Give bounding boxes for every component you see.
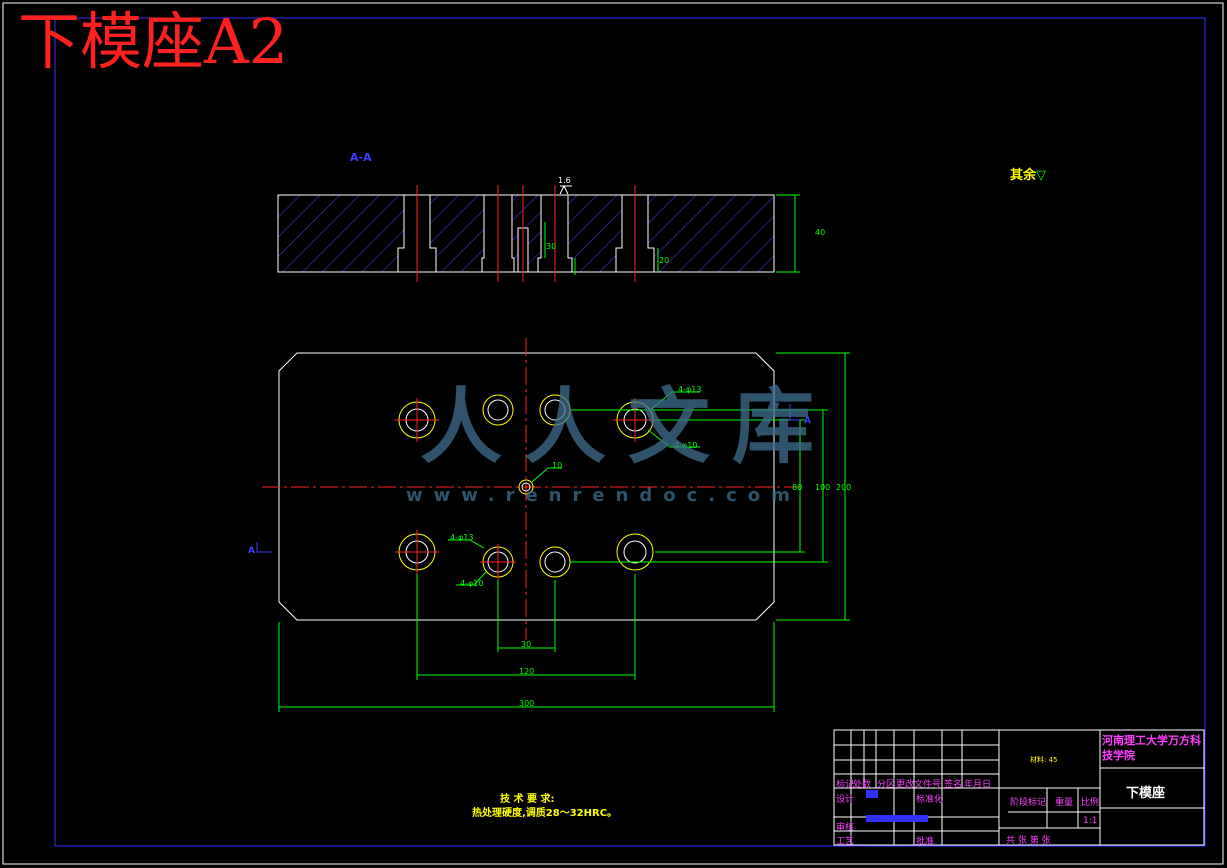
tb-h-sign: 签名: [944, 780, 963, 790]
dim-hole-c: 4-φ13: [450, 533, 474, 542]
watermark-logo: 人人文库: [420, 379, 837, 475]
tb-row-process: 工艺: [836, 837, 855, 847]
dim-hole-b: 4-φ10: [674, 441, 698, 450]
inner-border: [54, 17, 1206, 847]
dim-inner-h: 80: [792, 483, 803, 492]
dim-depth-b: 20: [659, 256, 670, 265]
section-mark-left: A: [248, 546, 255, 556]
plan-hole-tr: [613, 398, 657, 442]
plan-hole-br: [616, 533, 654, 571]
tb-scale-value: 1:1: [1083, 816, 1098, 826]
plan-hole-b3: [539, 546, 571, 578]
dim-pin: 10: [552, 461, 563, 470]
tb-weight: 重量: [1055, 798, 1074, 808]
section-view: [277, 184, 800, 282]
tb-h-date: 年月日: [964, 780, 992, 790]
tb-part-name: 下模座: [1126, 786, 1166, 801]
section-mark-right: A: [804, 416, 811, 426]
tb-h-zone: 分区: [877, 780, 896, 790]
roughness-icon: ▽: [1036, 168, 1047, 183]
tb-row-review: 审核: [836, 823, 855, 833]
dim-mid-h: 100: [815, 483, 831, 492]
tb-standardize: 标准化: [916, 795, 944, 805]
tb-drawing-no-field: [866, 815, 928, 822]
drawing-title: 下模座A2: [18, 5, 289, 78]
roughness-value: 1.6: [558, 176, 571, 185]
tb-h-count: 处数: [853, 780, 872, 790]
dim-thickness: 40: [815, 228, 826, 237]
tb-h-docno: 更改文件号: [896, 780, 942, 790]
tb-sheets: 共 张 第 张: [1006, 836, 1051, 846]
plan-pin: [518, 479, 534, 495]
plan-hole-bl: [395, 530, 439, 574]
tech-req-text: 热处理硬度,调质28～32HRC。: [472, 808, 618, 819]
plan-hole-b2: [480, 544, 516, 580]
tb-row-design: 设计: [836, 795, 855, 805]
tech-req-title: 技 术 要 求:: [500, 794, 555, 805]
watermark-url: www.renrendoc.com: [406, 485, 801, 506]
tb-h-mark: 标记: [836, 780, 855, 790]
dim-pitch-x2: 120: [519, 667, 535, 676]
dim-overall-w: 300: [519, 699, 535, 708]
tb-school: 河南理工大学万方科技学院: [1102, 734, 1201, 762]
plan-hole-t2: [482, 394, 514, 426]
dim-outer-h: 200: [836, 483, 852, 492]
tb-stage-mark: 阶段标记: [1010, 798, 1047, 808]
tb-approve: 批准: [916, 837, 935, 847]
section-label: A-A: [350, 151, 372, 164]
plan-view: [256, 338, 850, 712]
plan-hole-tl: [395, 398, 439, 442]
dim-depth-a: 30: [546, 242, 557, 251]
surface-finish-rest: 其余▽: [1010, 164, 1046, 183]
dim-hole-d: 4-φ10: [460, 579, 484, 588]
dim-hole-a: 4-φ13: [678, 385, 702, 394]
title-block: [833, 729, 1205, 846]
tb-scale-label: 比例: [1081, 798, 1100, 808]
dim-pitch-x1: 30: [521, 640, 532, 649]
surface-finish-text: 其余: [1010, 168, 1037, 183]
tb-material: 材料: 45: [1030, 756, 1058, 764]
tb-designer-field: [866, 790, 878, 798]
plan-outline: [278, 352, 775, 621]
